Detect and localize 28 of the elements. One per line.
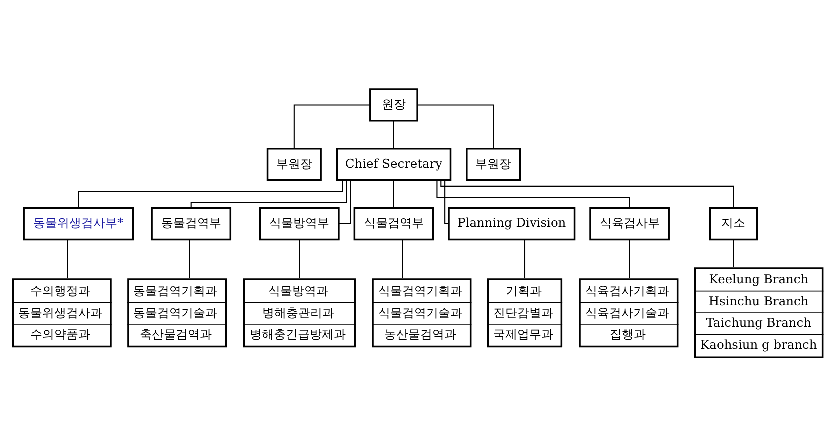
connector — [733, 239, 734, 267]
node-box: 원장 — [370, 88, 418, 122]
node-box: Planning Division — [448, 206, 576, 240]
connector — [190, 180, 348, 208]
connector — [440, 180, 734, 208]
node-box: 식물방역부 — [259, 206, 340, 240]
connector — [629, 239, 630, 278]
connector — [393, 120, 394, 148]
connector — [402, 239, 404, 278]
connector — [78, 180, 344, 208]
node-box: Chief Secretary — [336, 148, 452, 181]
node-box: 식육검사부 — [590, 206, 670, 240]
connector — [418, 104, 494, 148]
connector — [339, 180, 352, 224]
connector — [299, 239, 300, 278]
connector — [67, 239, 68, 278]
node-box: 지소 — [709, 206, 758, 240]
connector — [524, 239, 526, 278]
node-box: 동물위생검사부* — [23, 206, 134, 240]
node-box: 부원장 — [466, 148, 522, 181]
node-box: 동물검역부 — [151, 206, 232, 240]
node-box: 식물검역부 — [354, 206, 434, 240]
node-box: 부원장 — [266, 148, 322, 181]
connector — [436, 180, 630, 208]
connector — [294, 104, 370, 148]
connector — [189, 239, 190, 278]
connector — [444, 180, 449, 224]
connector — [393, 180, 394, 208]
